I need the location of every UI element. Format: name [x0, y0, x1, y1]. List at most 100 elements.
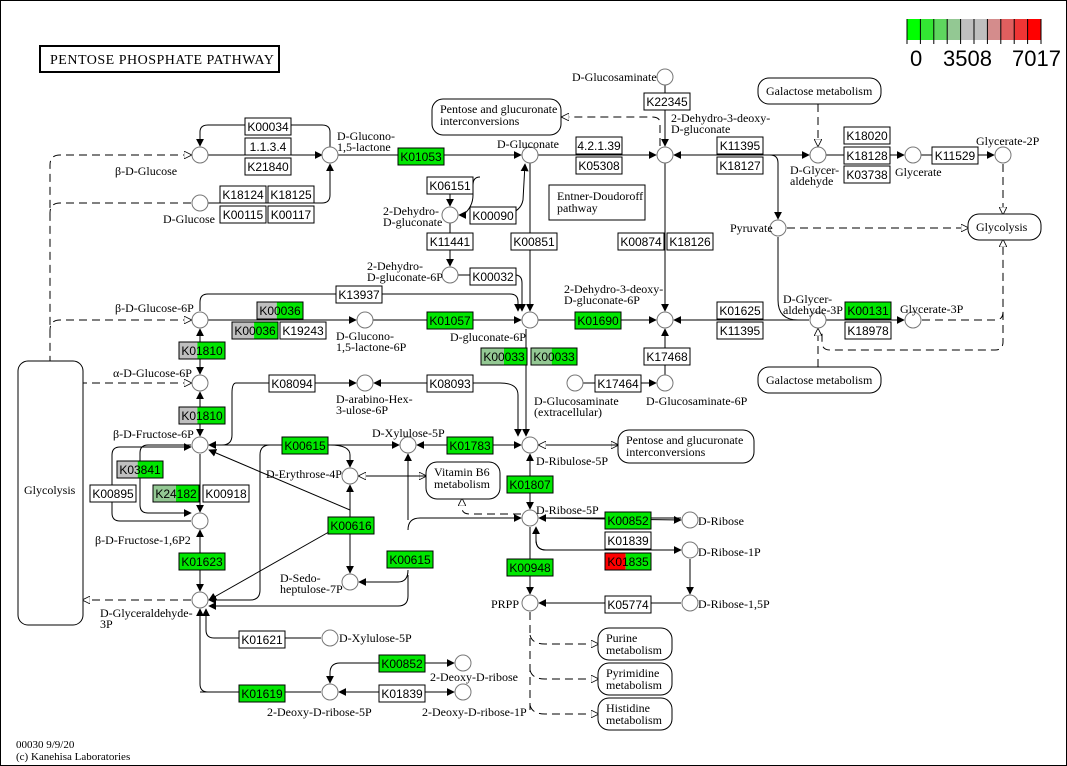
- compound-circle[interactable]: [321, 683, 339, 701]
- enzyme-K01621[interactable]: K01621: [238, 630, 286, 649]
- compound-circle[interactable]: [399, 436, 417, 454]
- map-glycolysis-right[interactable]: Glycolysis: [967, 213, 1042, 241]
- compound-glcn6p[interactable]: D-gluconate-6P: [450, 311, 539, 344]
- compound-dr[interactable]: 2-Deoxy-D-ribose: [430, 654, 518, 684]
- enzyme-K11395[interactable]: K11395: [716, 136, 764, 155]
- compound-ru5p[interactable]: D-Ribulose-5P: [521, 436, 608, 468]
- enzyme-K17464[interactable]: K17464: [594, 374, 642, 393]
- enzyme-K00090[interactable]: K00090: [469, 206, 517, 225]
- compound-rib[interactable]: D-Ribose: [681, 511, 744, 529]
- compound-r1p[interactable]: D-Ribose-1P: [681, 541, 761, 559]
- enzyme-K18978[interactable]: K18978: [844, 321, 892, 340]
- compound-ga3p_r[interactable]: D-Glycer-aldehyde-3P: [783, 292, 843, 329]
- compound-bg6p[interactable]: β-D-Glucose-6P: [115, 301, 209, 329]
- compound-circle[interactable]: [191, 311, 209, 329]
- enzyme-K11441[interactable]: K11441: [426, 232, 474, 251]
- map-galactose-1[interactable]: Galactose metabolism: [757, 77, 882, 105]
- enzyme-K01835[interactable]: K01835: [604, 552, 652, 571]
- enzyme-K00117[interactable]: K00117: [267, 205, 315, 224]
- compound-prpp[interactable]: PRPP: [491, 594, 539, 612]
- enzyme-K00874[interactable]: K00874: [617, 232, 665, 251]
- compound-circle[interactable]: [191, 436, 209, 454]
- compound-glcn[interactable]: D-Gluconate: [497, 137, 559, 164]
- compound-circle[interactable]: [356, 374, 374, 392]
- enzyme-K00033[interactable]: K00033: [480, 347, 528, 366]
- compound-arahex[interactable]: D-arabino-Hex-3-ulose-6P: [336, 374, 413, 417]
- compound-circle[interactable]: [521, 146, 539, 164]
- compound-dhglcn[interactable]: 2-Dehydro-D-gluconate: [383, 204, 459, 229]
- compound-circle[interactable]: [521, 594, 539, 612]
- enzyme-K01623[interactable]: K01623: [178, 552, 226, 571]
- enzyme-K18125[interactable]: K18125: [267, 185, 315, 204]
- enzyme-K21840[interactable]: K21840: [244, 157, 292, 176]
- enzyme-K00036[interactable]: K00036: [231, 321, 279, 340]
- enzyme-K00616[interactable]: K00616: [327, 516, 375, 535]
- compound-f6p[interactable]: β-D-Fructose-6P: [113, 427, 209, 454]
- enzyme-K00615[interactable]: K00615: [281, 436, 329, 455]
- compound-ag6p[interactable]: α-D-Glucose-6P: [113, 366, 209, 392]
- compound-circle[interactable]: [769, 219, 787, 237]
- compound-glc[interactable]: D-Glucose: [163, 194, 215, 226]
- compound-circle[interactable]: [681, 511, 699, 529]
- compound-r15p[interactable]: D-Ribose-1,5P: [681, 594, 770, 612]
- compound-kdpg[interactable]: 2-Dehydro-3-deoxy-D-gluconate-6P: [564, 282, 674, 329]
- compound-circle[interactable]: [454, 683, 472, 701]
- enzyme-K01690[interactable]: K01690: [574, 311, 622, 330]
- compound-circle[interactable]: [341, 573, 359, 591]
- enzyme-K11529[interactable]: K11529: [931, 146, 979, 165]
- enzyme-K18128[interactable]: K18128: [843, 146, 891, 165]
- enzyme-K00615[interactable]: K00615: [386, 550, 434, 569]
- compound-gly3p[interactable]: Glycerate-3P: [900, 302, 964, 329]
- enzyme-K00852[interactable]: K00852: [604, 511, 652, 530]
- enzyme-K00115[interactable]: K00115: [219, 205, 267, 224]
- map-galactose-2[interactable]: Galactose metabolism: [757, 366, 882, 394]
- compound-circle[interactable]: [191, 374, 209, 392]
- enzyme-K18126[interactable]: K18126: [666, 232, 714, 251]
- compound-circle[interactable]: [321, 146, 339, 164]
- enzyme-K01053[interactable]: K01053: [397, 147, 445, 166]
- enzyme-K01625[interactable]: K01625: [716, 301, 764, 320]
- enzyme-K11395[interactable]: K11395: [716, 321, 764, 340]
- enzyme-K24182[interactable]: K24182: [152, 484, 200, 503]
- compound-fbp[interactable]: β-D-Fructose-1,6P2: [95, 512, 209, 547]
- compound-circle[interactable]: [681, 541, 699, 559]
- compound-circle[interactable]: [454, 654, 472, 672]
- enzyme-K18124[interactable]: K18124: [219, 185, 267, 204]
- enzyme-K03738[interactable]: K03738: [843, 165, 891, 184]
- enzyme-K00036[interactable]: K00036: [256, 301, 304, 320]
- enzyme-K01807[interactable]: K01807: [506, 475, 554, 494]
- compound-circle[interactable]: [356, 311, 374, 329]
- enzyme-K01619[interactable]: K01619: [238, 684, 286, 703]
- compound-circle[interactable]: [994, 146, 1012, 164]
- compound-circle[interactable]: [341, 467, 359, 485]
- compound-kdg[interactable]: 2-Dehydro-3-deoxy-D-gluconate: [656, 111, 770, 164]
- compound-circle[interactable]: [191, 146, 209, 164]
- enzyme-K22345[interactable]: K22345: [643, 92, 691, 111]
- enzyme-K00034[interactable]: K00034: [244, 117, 292, 136]
- compound-glcnmex[interactable]: D-Glucosaminate(extracellular): [534, 374, 619, 419]
- compound-circle[interactable]: [521, 509, 539, 527]
- compound-circle[interactable]: [441, 266, 459, 284]
- enzyme-K01810[interactable]: K01810: [178, 406, 226, 425]
- compound-circle[interactable]: [191, 194, 209, 212]
- compound-circle[interactable]: [809, 311, 827, 329]
- compound-circle[interactable]: [656, 146, 674, 164]
- compound-circle[interactable]: [681, 594, 699, 612]
- enzyme-K00948[interactable]: K00948: [506, 558, 554, 577]
- compound-s7p[interactable]: D-Sedo-heptulose-7P: [280, 571, 359, 596]
- enzyme-K18020[interactable]: K18020: [843, 126, 891, 145]
- enzyme-K18127[interactable]: K18127: [716, 156, 764, 175]
- compound-pyr[interactable]: Pyruvate: [730, 219, 787, 237]
- enzyme-1.1.3.4[interactable]: 1.1.3.4: [244, 137, 292, 156]
- enzyme-K03841[interactable]: K03841: [116, 460, 164, 479]
- enzyme-K01839[interactable]: K01839: [378, 684, 426, 703]
- enzyme-K00895[interactable]: K00895: [89, 484, 137, 503]
- compound-circle[interactable]: [521, 436, 539, 454]
- compound-circle[interactable]: [321, 629, 339, 647]
- compound-xu5p[interactable]: D-Xylulose-5P: [372, 426, 445, 454]
- enzyme-K01783[interactable]: K01783: [446, 436, 494, 455]
- enzyme-K01057[interactable]: K01057: [426, 311, 474, 330]
